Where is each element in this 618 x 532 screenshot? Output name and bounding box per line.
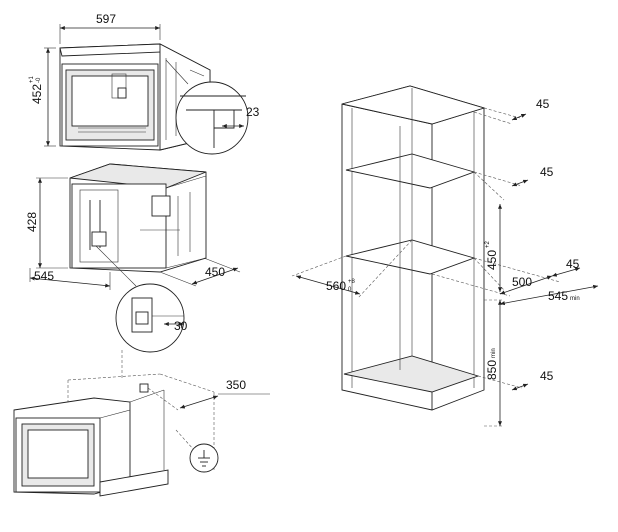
top-width-label: 597 — [96, 12, 116, 26]
cabinet-depth-gap-label: 45 — [566, 257, 580, 271]
appliance-bottom: 350 — [13, 350, 270, 497]
niche-width-label: 560 — [326, 279, 346, 293]
top-height-label-group: 452 +1 -0 — [29, 75, 44, 104]
detail-circle-top — [175, 81, 249, 155]
top-height-tol-plus: +1 — [29, 75, 35, 83]
niche-height-tol: +2 — [485, 240, 491, 248]
floor-height-label-group: 850 min — [485, 348, 499, 380]
cabinet: 45 45 450 +2 560 +8 0 500 45 545 min — [291, 85, 599, 427]
middle-width-label: 450 — [205, 265, 225, 279]
bottom-cable-label: 350 — [226, 378, 246, 392]
niche-height-label-group: 450 +2 — [485, 240, 499, 270]
middle-depth-label: 545 — [34, 269, 54, 283]
niche-width-tol-minus: 0 — [348, 287, 352, 293]
top-height-tol-minus: -0 — [36, 77, 42, 83]
niche-height-label: 450 — [485, 250, 499, 270]
top-height-label: 452 — [30, 84, 44, 104]
top-detail-label: 23 — [246, 105, 260, 119]
middle-height-label: 428 — [25, 212, 39, 232]
cabinet-bottom-gap-label: 45 — [540, 369, 554, 383]
cabinet-mid-gap-label: 45 — [540, 165, 554, 179]
floor-height-suffix: min — [491, 348, 497, 358]
niche-width-tol-plus: +8 — [348, 279, 356, 285]
cabinet-top-gap-label: 45 — [536, 97, 550, 111]
floor-height-label: 850 — [485, 360, 499, 380]
cabinet-depth-min-label: 545 — [548, 289, 568, 303]
cabinet-depth-label: 500 — [512, 275, 532, 289]
cabinet-depth-min-suffix: min — [570, 296, 580, 302]
appliance-top: 597 452 +1 -0 23 — [29, 12, 260, 155]
appliance-middle: 428 545 450 30 — [25, 163, 241, 353]
middle-detail-label: 30 — [174, 319, 188, 333]
